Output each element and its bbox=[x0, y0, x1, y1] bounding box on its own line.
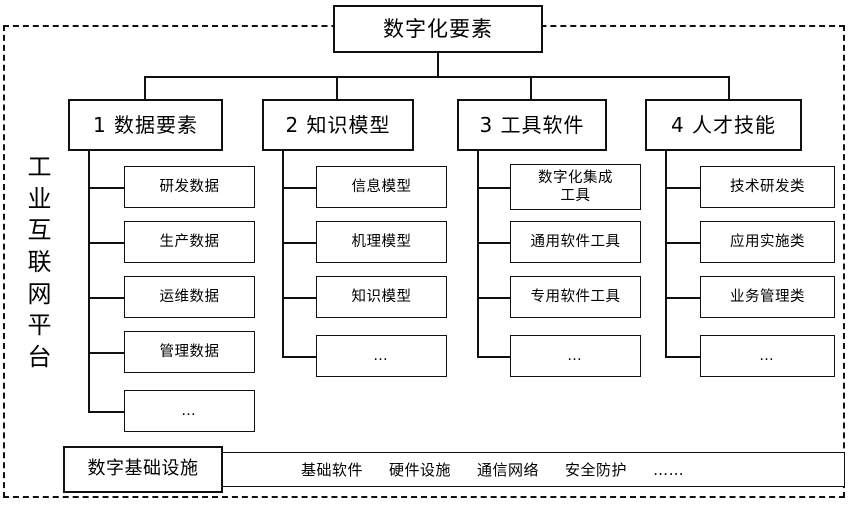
platform-char-1: 业 bbox=[27, 184, 53, 213]
column-3-stub-line-1 bbox=[477, 187, 510, 189]
column-4-stub-line-2 bbox=[665, 242, 700, 244]
leaf-node-more-4: … bbox=[700, 335, 835, 377]
platform-char-3: 联 bbox=[27, 248, 53, 277]
leaf-node-digital-integration-tool: 数字化集成工具 bbox=[510, 164, 641, 210]
infrastructure-item-more: …… bbox=[653, 460, 685, 479]
branch-node-2-knowledge-model: 2 知识模型 bbox=[262, 99, 414, 151]
infrastructure-item-hardware-facility: 硬件设施 bbox=[389, 461, 452, 479]
leaf-node-mechanism-model: 机理模型 bbox=[316, 221, 447, 263]
leaf-node-knowledge-model: 知识模型 bbox=[316, 276, 447, 318]
infrastructure-items: 基础软件 硬件设施 通信网络 安全防护 …… bbox=[301, 459, 684, 480]
branch-node-3-tool-software: 3 工具软件 bbox=[457, 99, 607, 151]
platform-char-0: 工 bbox=[27, 153, 53, 181]
leaf-node-general-software-tool: 通用软件工具 bbox=[510, 221, 641, 263]
leaf-node-information-model: 信息模型 bbox=[316, 166, 447, 208]
column-1-stub-line-2 bbox=[88, 242, 124, 244]
leaf-node-more-1: … bbox=[124, 390, 255, 432]
platform-char-6: 台 bbox=[27, 343, 53, 372]
column-2-stub-line-1 bbox=[282, 187, 316, 189]
leaf-node-more-3: … bbox=[510, 335, 641, 377]
column-4-stub-line-1 bbox=[665, 187, 700, 189]
leaf-node-technical-rd-category: 技术研发类 bbox=[700, 166, 835, 208]
branch-node-1-data-elements: 1 数据要素 bbox=[68, 99, 223, 151]
column-3-stub-line-2 bbox=[477, 242, 510, 244]
level2-drop-line-1 bbox=[144, 76, 146, 100]
leaf-node-dedicated-software-tool: 专用软件工具 bbox=[510, 276, 641, 318]
column-2-stub-line-4 bbox=[282, 356, 316, 358]
column-4-stub-line-3 bbox=[665, 297, 700, 299]
leaf-node-om-data: 运维数据 bbox=[124, 276, 255, 318]
column-3-spine-line bbox=[477, 151, 479, 358]
column-1-stub-line-5 bbox=[88, 411, 124, 413]
leaf-node-production-data: 生产数据 bbox=[124, 221, 255, 263]
leaf-node-more-2: … bbox=[316, 335, 447, 377]
level2-drop-line-3 bbox=[530, 76, 532, 100]
leaf-node-business-management-category: 业务管理类 bbox=[700, 276, 835, 318]
column-2-spine-line bbox=[282, 151, 284, 358]
infrastructure-bar: 基础软件 硬件设施 通信网络 安全防护 …… bbox=[100, 452, 845, 487]
column-1-stub-line-1 bbox=[88, 187, 124, 189]
column-1-stub-line-3 bbox=[88, 297, 124, 299]
infrastructure-label-box: 数字基础设施 bbox=[63, 446, 223, 493]
platform-char-4: 网 bbox=[27, 279, 53, 308]
column-1-spine-line bbox=[88, 151, 90, 413]
column-4-stub-line-4 bbox=[665, 356, 700, 358]
leaf-node-management-data: 管理数据 bbox=[124, 331, 255, 373]
column-1-stub-line-4 bbox=[88, 352, 124, 354]
infrastructure-item-security-protection: 安全防护 bbox=[565, 461, 628, 479]
level2-drop-line-2 bbox=[336, 76, 338, 100]
column-3-stub-line-3 bbox=[477, 297, 510, 299]
column-3-stub-line-4 bbox=[477, 356, 510, 358]
root-stem-line bbox=[437, 53, 439, 77]
leaf-node-application-implementation-category: 应用实施类 bbox=[700, 221, 835, 263]
branch-node-4-talent-skills: 4 人才技能 bbox=[645, 99, 802, 151]
column-2-stub-line-3 bbox=[282, 297, 316, 299]
platform-vertical-label: 工 业 互 联 网 平 台 bbox=[18, 152, 62, 374]
level2-bus-line bbox=[145, 76, 730, 78]
column-4-spine-line bbox=[665, 151, 667, 358]
infrastructure-item-basic-software: 基础软件 bbox=[301, 461, 364, 479]
column-2-stub-line-2 bbox=[282, 242, 316, 244]
platform-char-2: 互 bbox=[27, 216, 53, 245]
root-node-digital-elements: 数字化要素 bbox=[333, 5, 543, 53]
level2-drop-line-4 bbox=[728, 76, 730, 100]
platform-char-5: 平 bbox=[27, 311, 53, 340]
infrastructure-item-communication-network: 通信网络 bbox=[477, 461, 540, 479]
leaf-node-rd-data: 研发数据 bbox=[124, 166, 255, 208]
